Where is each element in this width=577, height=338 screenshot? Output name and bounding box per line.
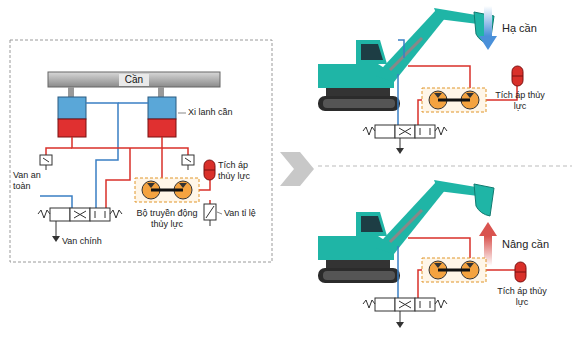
transition-arrow — [280, 152, 314, 186]
tank-symbol — [400, 311, 401, 322]
divider-line — [318, 166, 572, 167]
hydraulic-line-blue — [118, 102, 148, 104]
hydraulic-transformer — [135, 178, 199, 202]
part-label: Tích áp thủy lực — [492, 90, 548, 112]
panel-frame — [10, 40, 272, 262]
direction-arrow — [479, 36, 497, 50]
boom-beam-shading — [48, 72, 220, 87]
part-label: Van tỉ lệ — [224, 208, 270, 219]
boom-cylinder — [58, 87, 176, 137]
hydraulic-line-red — [408, 66, 470, 88]
tank-symbol — [396, 138, 404, 154]
hydraulic-line-blue — [86, 103, 118, 208]
accumulator — [512, 66, 523, 86]
leader-line — [217, 212, 222, 214]
proportional-valve — [204, 204, 216, 226]
hydraulic-line-red — [46, 137, 210, 208]
tank-symbol — [400, 138, 401, 148]
excavator — [318, 180, 494, 283]
leader-line — [178, 113, 186, 114]
accumulator — [204, 160, 215, 180]
part-label: Van an toàn — [13, 170, 41, 192]
excavator — [318, 8, 494, 111]
safety-valve — [185, 158, 191, 170]
action-label: Hạ cần — [502, 22, 562, 35]
main-valve — [363, 125, 447, 138]
panel-frame — [10, 40, 272, 262]
hydraulic-line-red — [418, 100, 422, 125]
boom-cylinder — [58, 97, 86, 119]
transition-arrow — [280, 152, 314, 186]
hydraulic-line-blue — [398, 40, 404, 58]
hydraulic-line-red — [161, 148, 163, 178]
hydraulic-line-red — [72, 137, 162, 148]
boom-beam: Cần — [48, 72, 220, 87]
hydraulic-transformer — [422, 88, 486, 112]
direction-arrow — [479, 222, 497, 236]
proportional-valve — [206, 206, 214, 226]
boom-cylinder — [148, 97, 176, 119]
boom-cylinder — [158, 87, 164, 97]
tank-symbol — [52, 221, 60, 242]
hydraulic-line-red — [162, 148, 188, 155]
action-label: Nâng cần — [502, 238, 562, 251]
tank-symbol — [396, 311, 404, 328]
part-label: Tích áp thủy lực — [218, 160, 266, 182]
hydraulic-line-blue — [398, 40, 404, 125]
accumulator — [515, 262, 526, 282]
boom-cylinder — [68, 87, 74, 97]
part-label: Tích áp thủy lực — [494, 286, 550, 308]
hydraulic-transformer — [422, 258, 486, 282]
main-valve — [38, 208, 122, 221]
hydraulic-line-red — [199, 180, 210, 190]
hydraulic-line-blue — [397, 246, 399, 298]
safety-valve — [40, 155, 194, 170]
boom-beam-shading — [48, 72, 220, 87]
direction-arrow — [479, 6, 497, 50]
boom-cylinder — [148, 119, 176, 137]
beam-label: Cần — [119, 74, 149, 86]
hydraulic-line-blue — [397, 246, 399, 298]
tank-symbol — [396, 148, 404, 154]
tank-symbol — [56, 221, 57, 236]
part-label: Xi lanh cần — [188, 107, 258, 118]
boom-cylinder — [58, 119, 86, 137]
tank-symbol — [52, 236, 60, 242]
part-label: Bộ truyền động thủy lực — [132, 208, 202, 230]
leader-line — [178, 113, 222, 214]
divider-line — [318, 166, 572, 167]
hydraulic-line-red — [209, 200, 211, 204]
main-valve — [363, 298, 447, 311]
safety-valve — [43, 158, 49, 170]
hydraulic-line-blue — [40, 196, 72, 208]
part-label: Van chính — [62, 236, 122, 247]
hydraulic-line-red — [46, 148, 72, 155]
tank-symbol — [396, 322, 404, 328]
hydraulic-line-red — [408, 238, 470, 258]
direction-arrow — [484, 6, 492, 36]
hydraulic-line-blue — [40, 103, 148, 208]
hydraulic-line-red — [418, 270, 422, 298]
hydraulic-line-red — [106, 148, 130, 208]
hydraulic-line-blue — [397, 74, 399, 125]
